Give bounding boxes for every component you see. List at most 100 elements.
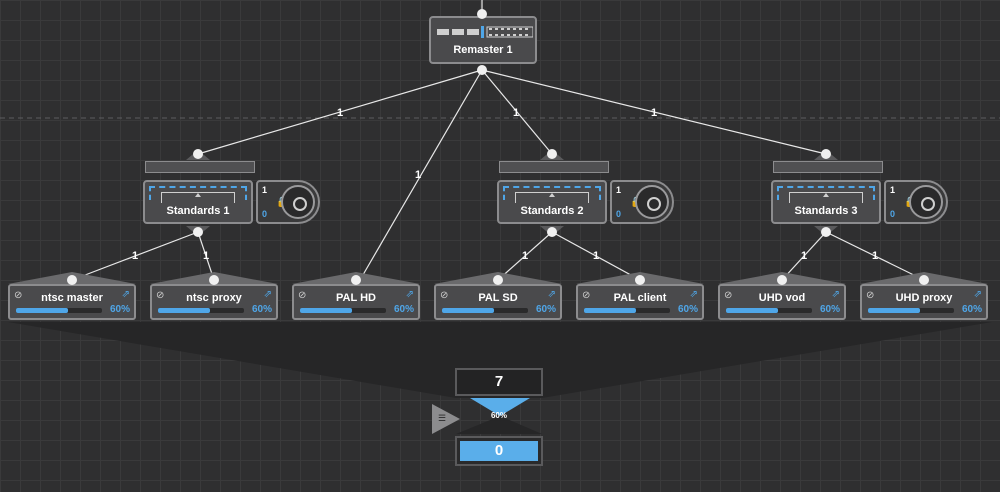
remaster-label: Remaster 1 xyxy=(453,44,513,56)
output-input-port[interactable] xyxy=(777,275,787,285)
progress-track xyxy=(16,308,102,313)
ban-icon[interactable]: ⊘ xyxy=(582,290,591,301)
progress-track xyxy=(726,308,812,313)
edge-std3-uhdvod[interactable] xyxy=(781,231,827,281)
output-body[interactable]: ⊘ ntsc master ⇗ 60% xyxy=(8,284,136,320)
progress-percent: 60% xyxy=(393,304,414,315)
standards-1-input-port[interactable] xyxy=(193,149,203,159)
share-icon[interactable]: ⇗ xyxy=(547,289,556,300)
share-icon[interactable]: ⇗ xyxy=(689,289,698,300)
output-body[interactable]: ⊘ UHD proxy ⇗ 60% xyxy=(860,284,988,320)
ban-icon[interactable]: ⊘ xyxy=(866,290,875,301)
share-icon[interactable]: ⇗ xyxy=(121,289,130,300)
progress-fill xyxy=(158,308,210,313)
output-label: UHD vod xyxy=(758,292,806,304)
edge-remaster-standards2[interactable] xyxy=(481,69,553,155)
standards-frame xyxy=(503,186,601,200)
standards-3-label: Standards 3 xyxy=(794,205,858,217)
progress-track xyxy=(300,308,386,313)
standards-frame xyxy=(149,186,247,200)
share-icon[interactable]: ⇗ xyxy=(263,289,272,300)
share-icon[interactable]: ⇗ xyxy=(405,289,414,300)
progress-fill xyxy=(442,308,494,313)
ban-icon[interactable]: ⊘ xyxy=(14,290,23,301)
output-input-port[interactable] xyxy=(635,275,645,285)
output-body[interactable]: ⊘ PAL SD ⇗ 60% xyxy=(434,284,562,320)
ban-icon[interactable]: ⊘ xyxy=(440,290,449,301)
progress-track xyxy=(442,308,528,313)
output-label: UHD proxy xyxy=(895,292,953,304)
overall-percent: 60% xyxy=(490,411,507,420)
hourglass-bottom-shape xyxy=(456,416,542,434)
output-input-port[interactable] xyxy=(209,275,219,285)
remaster-node[interactable]: Remaster 1 xyxy=(429,16,537,64)
standards-2-label: Standards 2 xyxy=(520,205,584,217)
share-icon[interactable]: ⇗ xyxy=(973,289,982,300)
standards-frame xyxy=(777,186,875,200)
standards-1-scheduler[interactable]: 1 🔒 0 xyxy=(256,180,320,224)
edge-label: 1 xyxy=(202,250,210,262)
output-input-port[interactable] xyxy=(919,275,929,285)
output-node-uhd-proxy[interactable]: ⊘ UHD proxy ⇗ 60% xyxy=(860,272,988,320)
output-body[interactable]: ⊘ PAL HD ⇗ 60% xyxy=(292,284,420,320)
scheduler-bottom-count: 0 xyxy=(616,209,622,219)
edge-std1-ntscmaster[interactable] xyxy=(71,231,199,281)
edge-label: 1 xyxy=(650,107,658,119)
share-icon[interactable]: ⇗ xyxy=(831,289,840,300)
standards-3-output-port[interactable] xyxy=(821,227,831,237)
hourglass-top-fill xyxy=(470,398,530,416)
output-body[interactable]: ⊘ PAL client ⇗ 60% xyxy=(576,284,704,320)
completed-count: 0 xyxy=(460,441,538,461)
ban-icon[interactable]: ⊘ xyxy=(156,290,165,301)
output-node-uhd-vod[interactable]: ⊘ UHD vod ⇗ 60% xyxy=(718,272,846,320)
output-node-ntsc-proxy[interactable]: ⊘ ntsc proxy ⇗ 60% xyxy=(150,272,278,320)
standards-3-scheduler[interactable]: 1 🔒 0 xyxy=(884,180,948,224)
standards-1-label: Standards 1 xyxy=(166,205,230,217)
standards-marker xyxy=(195,193,201,197)
disc-icon xyxy=(909,185,943,219)
standards-2-input-port[interactable] xyxy=(547,149,557,159)
edge-remaster-standards3[interactable] xyxy=(481,69,827,155)
standards-inner xyxy=(161,192,235,203)
progress-percent: 60% xyxy=(961,304,982,315)
standards-2-bar xyxy=(499,161,609,173)
output-input-port[interactable] xyxy=(351,275,361,285)
ban-icon[interactable]: ⊘ xyxy=(724,290,733,301)
output-input-port[interactable] xyxy=(493,275,503,285)
scheduler-top-count: 1 xyxy=(616,185,622,195)
progress-percent: 60% xyxy=(109,304,130,315)
progress-percent: 60% xyxy=(819,304,840,315)
remaster-input-port[interactable] xyxy=(477,9,487,19)
standards-2-node[interactable]: Standards 2 xyxy=(497,180,607,224)
standards-3-input-port[interactable] xyxy=(821,149,831,159)
output-input-port[interactable] xyxy=(67,275,77,285)
edge-label: 1 xyxy=(592,250,600,262)
edge-std2-palclient[interactable] xyxy=(551,231,641,281)
output-label: ntsc master xyxy=(41,292,103,304)
edge-std3-uhdproxy[interactable] xyxy=(825,231,925,281)
standards-2-scheduler[interactable]: 1 🔒 0 xyxy=(610,180,674,224)
queued-count: 7 xyxy=(455,368,543,396)
edge-remaster-palhd[interactable] xyxy=(359,69,483,281)
output-body[interactable]: ⊘ UHD vod ⇗ 60% xyxy=(718,284,846,320)
ban-icon[interactable]: ⊘ xyxy=(298,290,307,301)
remaster-output-port[interactable] xyxy=(477,65,487,75)
progress-track xyxy=(868,308,954,313)
standards-marker xyxy=(823,193,829,197)
standards-inner xyxy=(789,192,863,203)
edge-label: 1 xyxy=(414,169,422,181)
progress-track xyxy=(584,308,670,313)
standards-2-output-port[interactable] xyxy=(547,227,557,237)
progress-percent: 60% xyxy=(677,304,698,315)
standards-1-output-port[interactable] xyxy=(193,227,203,237)
edge-remaster-standards1[interactable] xyxy=(197,69,483,155)
edge-std1-ntscproxy[interactable] xyxy=(197,231,215,281)
output-body[interactable]: ⊘ ntsc proxy ⇗ 60% xyxy=(150,284,278,320)
standards-3-node[interactable]: Standards 3 xyxy=(771,180,881,224)
edge-std2-palsd[interactable] xyxy=(497,231,553,281)
disc-icon xyxy=(635,185,669,219)
standards-1-bar xyxy=(145,161,255,173)
standards-1-node[interactable]: Standards 1 xyxy=(143,180,253,224)
